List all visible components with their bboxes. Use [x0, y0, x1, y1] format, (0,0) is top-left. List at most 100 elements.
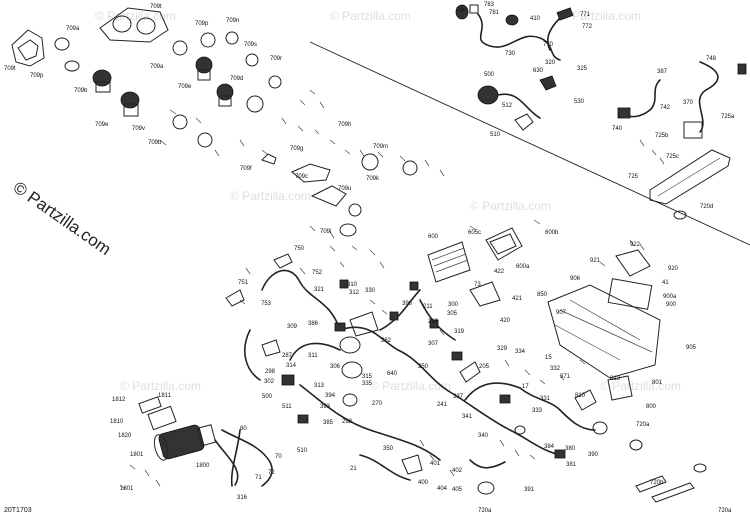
- callout-labels: 709t 709a 709p 709b 709e 709p 709a 709n …: [4, 2, 735, 514]
- callout-label: 314: [286, 363, 297, 369]
- callout-label: 211: [423, 304, 433, 310]
- callout-label: 640: [387, 371, 398, 377]
- callout-label: 753: [261, 301, 272, 307]
- callout-label: 730: [505, 51, 516, 57]
- watermark-text: © Partzilla.com: [470, 199, 551, 213]
- watermark-text: © Partzilla.com: [330, 9, 411, 23]
- callout-label: 313: [314, 383, 325, 389]
- callout-label: 810: [575, 393, 586, 399]
- callout-label: 750: [294, 246, 305, 252]
- callout-label: 709e: [178, 84, 192, 90]
- callout-label: 287: [282, 353, 293, 359]
- callout-label: 310: [347, 282, 358, 288]
- callout-label: 391: [524, 487, 535, 493]
- callout-label: 337: [453, 394, 464, 400]
- callout-label: 709u: [338, 186, 351, 192]
- callout-label: 334: [515, 349, 526, 355]
- callout-label: 380: [565, 446, 576, 452]
- callout-label: 1812: [112, 397, 126, 403]
- callout-label: 709l: [320, 229, 331, 235]
- callout-label: 298: [342, 419, 353, 425]
- callout-label: 394: [325, 393, 336, 399]
- callout-label: 80: [240, 426, 247, 432]
- callout-label: 404: [437, 486, 448, 492]
- callout-label: 709r: [270, 56, 282, 62]
- callout-label: 350: [383, 446, 394, 452]
- callout-label: 1810: [110, 419, 124, 425]
- callout-label: 305: [447, 311, 458, 317]
- callout-label: 720a: [718, 508, 732, 514]
- callout-label: 331: [540, 396, 551, 402]
- callout-label: 742: [660, 105, 671, 111]
- callout-label: 813: [610, 376, 621, 382]
- callout-label: 41: [662, 280, 669, 286]
- callout-label: 390: [588, 452, 599, 458]
- callout-label: 709h: [338, 122, 351, 128]
- callout-label: 396: [402, 301, 413, 307]
- callout-label: 325: [577, 66, 588, 72]
- callout-label: 752: [312, 270, 323, 276]
- callout-label: 73: [474, 282, 481, 288]
- callout-label: 321: [314, 287, 325, 293]
- callout-label: 771: [580, 12, 591, 18]
- diagram-code: 20T1703: [4, 507, 32, 514]
- copyright-text: © Partzilla.com: [10, 178, 115, 259]
- callout-label: 298: [265, 369, 276, 375]
- watermark-text: © Partzilla.com: [600, 379, 681, 393]
- callout-label: 401: [430, 461, 441, 467]
- callout-label: 511: [282, 404, 292, 410]
- callout-label: 709s: [244, 42, 257, 48]
- callout-label: 740: [612, 126, 623, 132]
- callout-label: 384: [544, 444, 555, 450]
- callout-label: 709a: [66, 26, 80, 32]
- callout-label: 850: [537, 292, 548, 298]
- callout-label: 709b: [74, 88, 88, 94]
- callout-label: 709n: [226, 18, 239, 24]
- callout-label: 370: [683, 100, 694, 106]
- callout-label: 400: [418, 480, 429, 486]
- callout-label: 900a: [663, 294, 677, 300]
- callout-label: 751: [238, 280, 249, 286]
- callout-label: 800: [646, 404, 657, 410]
- callout-label: 709b: [148, 140, 162, 146]
- callout-label: 21: [350, 466, 357, 472]
- callout-label: 748: [706, 56, 717, 62]
- callout-label: 725: [628, 174, 639, 180]
- bottom-left-parts: [119, 396, 241, 490]
- callout-label: 905: [686, 345, 697, 351]
- callout-label: 1801: [130, 452, 144, 458]
- strip-part: [651, 482, 695, 503]
- callout-label: 720a: [636, 422, 650, 428]
- cluster-parts: [11, 7, 445, 269]
- callout-label: 17: [522, 384, 529, 390]
- callout-label: 720b: [650, 480, 664, 486]
- callout-label: 333: [532, 408, 543, 414]
- callout-label: 402: [452, 468, 463, 474]
- callout-label: 335: [362, 381, 373, 387]
- callout-label: 320: [545, 60, 556, 66]
- callout-label: 900: [666, 302, 677, 308]
- watermark-layer: © Partzilla.com © Partzilla.com © Partzi…: [95, 9, 681, 393]
- callout-label: 720d: [700, 204, 713, 210]
- callout-label: 600b: [545, 230, 559, 236]
- callout-label: 315: [362, 374, 373, 380]
- callout-label: 709g: [290, 146, 303, 152]
- callout-label: 213: [428, 319, 439, 325]
- callout-label: 381: [566, 462, 577, 468]
- callout-label: 316: [237, 495, 248, 501]
- callout-label: 306: [330, 364, 341, 370]
- callout-label: 720a: [478, 508, 492, 514]
- callout-label: 387: [657, 69, 668, 75]
- callout-label: 605c: [468, 230, 481, 236]
- top-center-parts: [455, 4, 574, 131]
- callout-label: 709t: [150, 4, 162, 10]
- main-harness: [214, 253, 707, 495]
- callout-label: 630: [533, 68, 544, 74]
- callout-label: 500: [484, 72, 495, 78]
- callout-label: 512: [502, 103, 513, 109]
- callout-label: 311: [308, 353, 318, 359]
- callout-label: 405: [452, 487, 463, 493]
- callout-label: 385: [323, 420, 334, 426]
- callout-label: 600a: [516, 264, 530, 270]
